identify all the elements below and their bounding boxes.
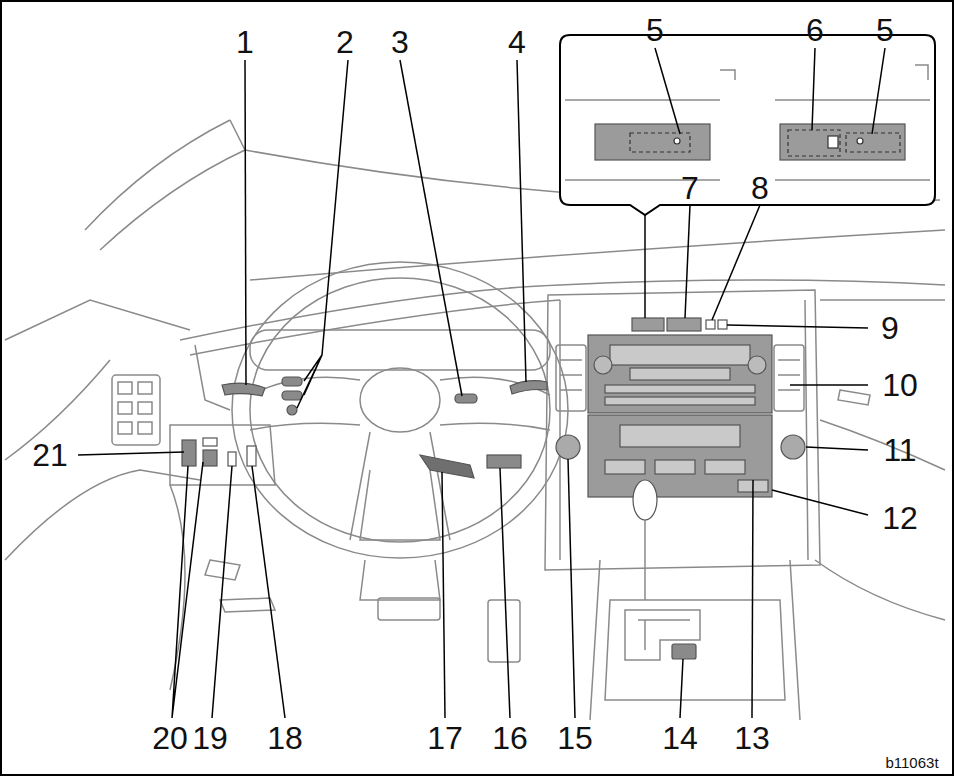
figure-code: b11063t xyxy=(885,755,938,770)
callout-number: 9 xyxy=(881,312,899,344)
callout-number: 19 xyxy=(192,722,228,754)
callout-number: 3 xyxy=(391,26,409,58)
callout-number: 14 xyxy=(662,722,698,754)
callout-number: 18 xyxy=(267,722,303,754)
callout-number: 6 xyxy=(806,14,824,46)
callout-number: 1 xyxy=(236,26,254,58)
callout-number: 12 xyxy=(882,502,918,534)
callout-number: 21 xyxy=(32,439,68,471)
callout-number: 15 xyxy=(557,722,593,754)
callout-number: 16 xyxy=(492,722,528,754)
callout-number: 7 xyxy=(681,172,699,204)
callout-number: 17 xyxy=(427,722,463,754)
callout-number: 13 xyxy=(734,722,770,754)
callout-number: 11 xyxy=(883,434,916,466)
callout-number: 8 xyxy=(751,172,769,204)
callout-number: 20 xyxy=(152,722,188,754)
callout-number: 5 xyxy=(876,14,894,46)
callout-number: 5 xyxy=(646,14,664,46)
callout-number: 2 xyxy=(336,26,354,58)
callout-number: 4 xyxy=(508,26,526,58)
callout-number: 10 xyxy=(882,369,918,401)
